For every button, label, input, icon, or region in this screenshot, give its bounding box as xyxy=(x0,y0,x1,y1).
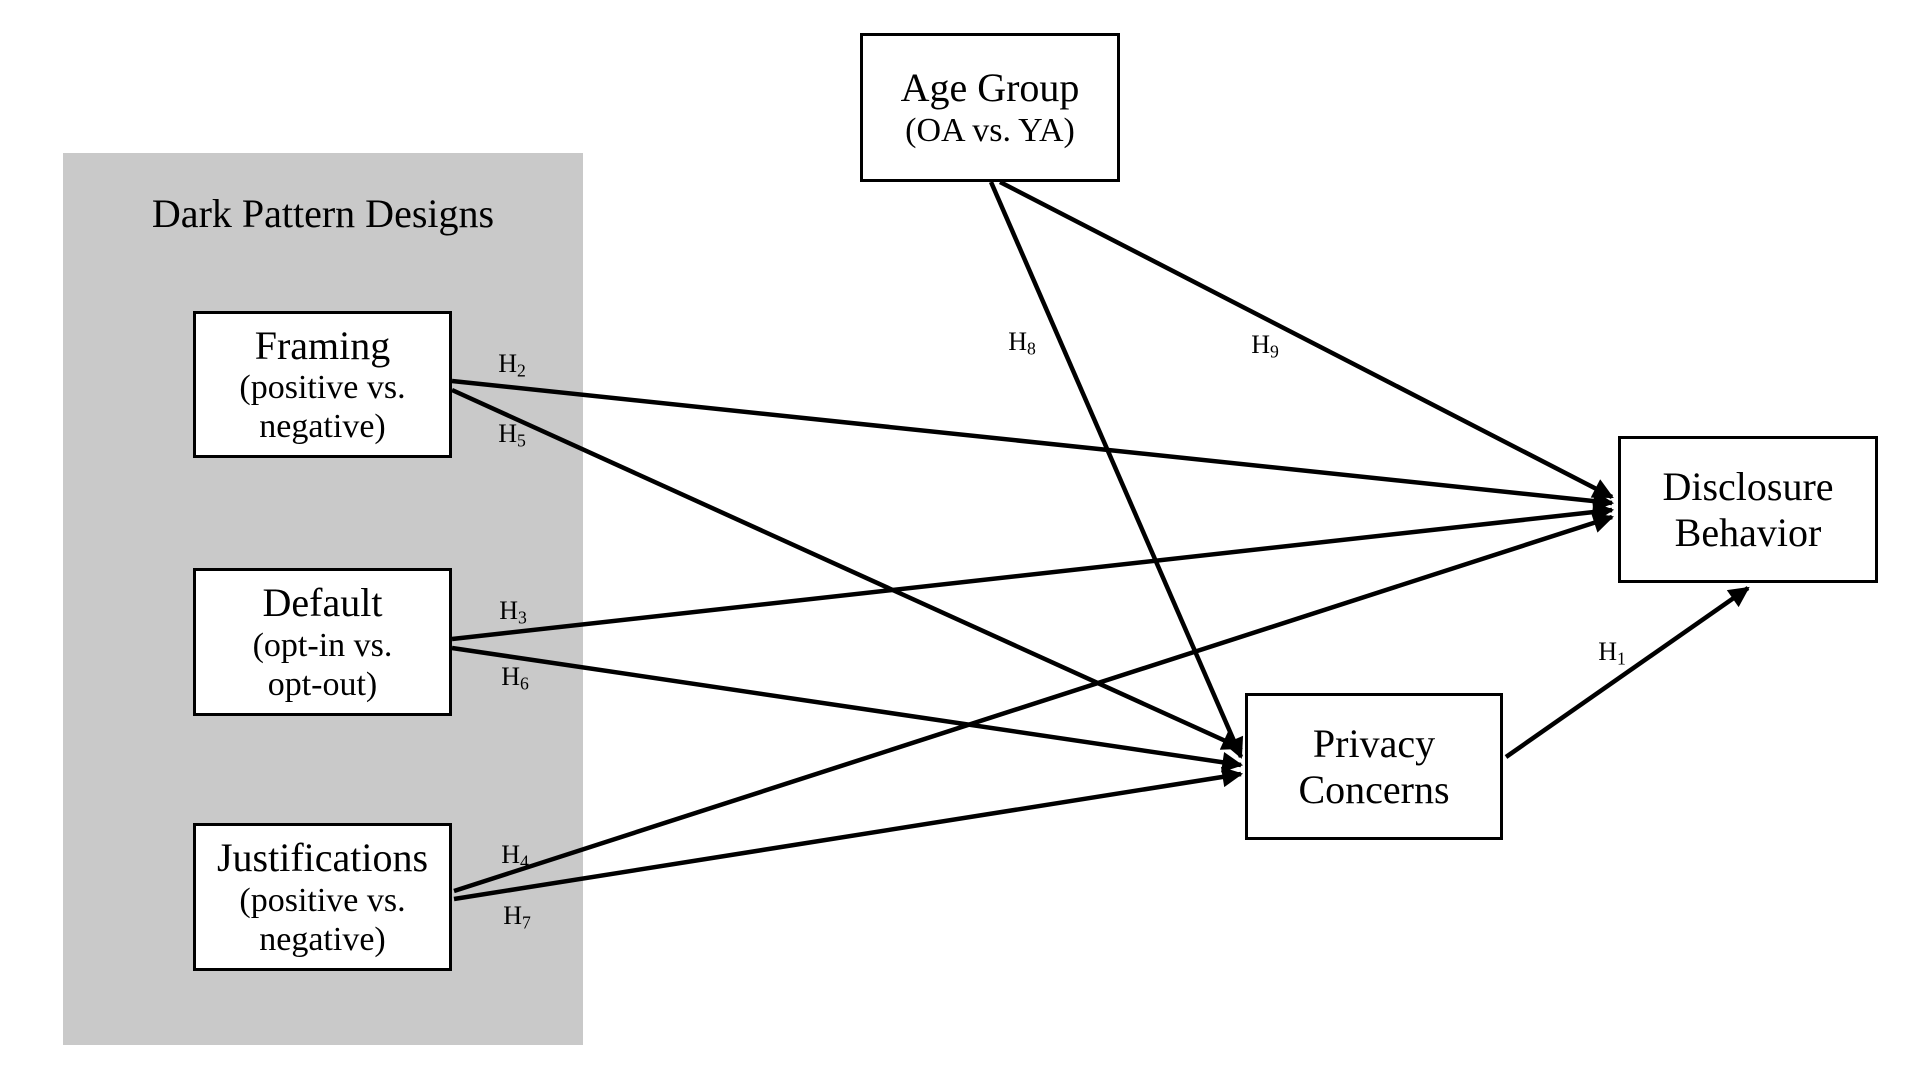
node-disclosure-behavior: Disclosure Behavior xyxy=(1618,436,1878,583)
node-privacy-concerns-title: Privacy Concerns xyxy=(1298,721,1450,812)
arrow-H2-framing-to-disclosure-behavior xyxy=(451,378,1615,512)
hypothesis-label-H3: H3 xyxy=(499,596,527,628)
arrow-H9-age-group-to-disclosure-behavior xyxy=(998,179,1614,500)
hypothesis-label-H1: H1 xyxy=(1598,637,1626,669)
node-disclosure-behavior-title: Disclosure Behavior xyxy=(1662,464,1834,555)
node-default-title: Default xyxy=(262,580,383,626)
node-framing-title: Framing xyxy=(254,322,391,368)
node-age-group-title: Age Group xyxy=(900,65,1080,111)
arrow-H8-age-group-to-privacy-concerns xyxy=(988,181,1244,759)
hypothesis-label-H4: H4 xyxy=(501,840,529,872)
node-justifications-title: Justifications xyxy=(216,835,429,881)
hypothesis-label-H2: H2 xyxy=(498,349,526,381)
node-default: Default (opt-in vs. opt-out) xyxy=(193,568,452,716)
node-justifications-subtitle: (positive vs. negative) xyxy=(239,881,406,958)
node-privacy-concerns: Privacy Concerns xyxy=(1245,693,1503,840)
node-framing-subtitle: (positive vs. negative) xyxy=(239,369,406,446)
panel-title: Dark Pattern Designs xyxy=(151,191,495,236)
hypothesis-label-H7: H7 xyxy=(503,901,531,933)
node-framing: Framing (positive vs. negative) xyxy=(193,311,452,458)
node-age-group-subtitle: (OA vs. YA) xyxy=(905,111,1075,149)
node-age-group: Age Group (OA vs. YA) xyxy=(860,33,1120,182)
hypothesis-label-H9: H9 xyxy=(1251,330,1279,362)
node-justifications: Justifications (positive vs. negative) xyxy=(193,823,452,971)
hypothesis-label-H6: H6 xyxy=(501,662,529,694)
arrow-H1-privacy-concerns-to-disclosure-behavior xyxy=(1504,586,1750,759)
hypothesis-label-H8: H8 xyxy=(1008,327,1036,359)
arrow-H3-default-to-disclosure-behavior xyxy=(451,501,1615,642)
hypothesis-label-H5: H5 xyxy=(498,419,526,451)
node-default-subtitle: (opt-in vs. opt-out) xyxy=(252,626,393,703)
